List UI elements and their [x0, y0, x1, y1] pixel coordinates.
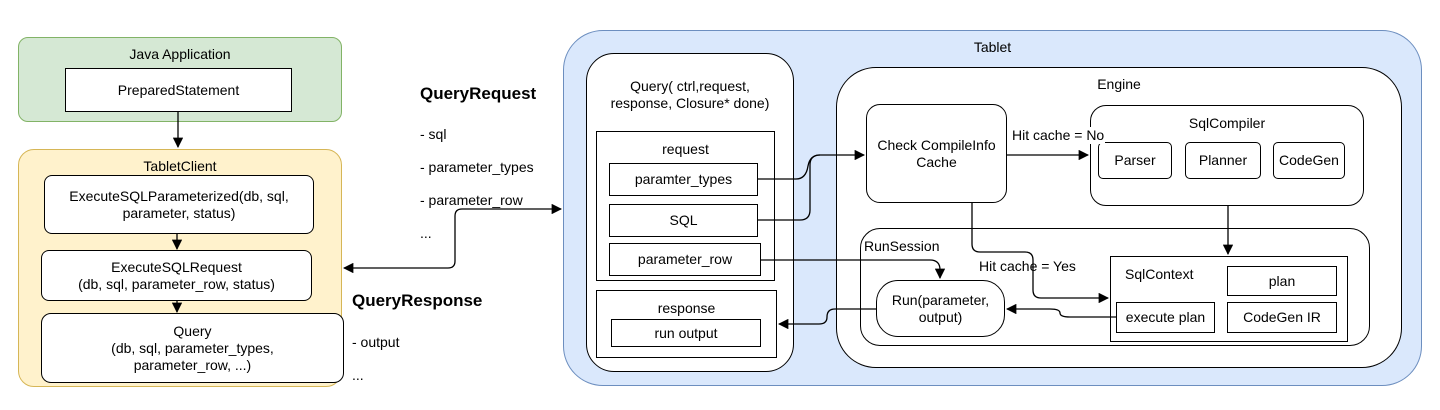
arrow-sql-to-cache — [758, 154, 821, 221]
request-item-paramter-types: paramter_types — [609, 163, 758, 196]
query-request-field-parameter-types: - parameter_types — [420, 159, 534, 175]
codegen-ir-box: CodeGen IR — [1227, 302, 1337, 333]
hit-cache-yes-label: Hit cache = Yes — [978, 258, 1077, 275]
request-item-parameter-row: parameter_row — [609, 243, 761, 276]
execute-sql-parameterized-box: ExecuteSQLParameterized(db, sql, paramet… — [44, 175, 314, 234]
hit-cache-no-label: Hit cache = No — [1011, 127, 1106, 144]
request-group-title: request — [662, 141, 709, 157]
query-handler-title: Query( ctrl,request, response, Closure* … — [610, 78, 770, 111]
sql-context-title: SqlContext — [1125, 266, 1194, 282]
execute-sql-request-box: ExecuteSQLRequest (db, sql, parameter_ro… — [41, 250, 312, 301]
arrow-execute-plan-to-run — [1005, 303, 1116, 318]
query-request-field-sql: - sql — [420, 126, 447, 142]
engine-title: Engine — [1097, 76, 1141, 92]
arrow-run-to-output — [777, 308, 876, 330]
arrow-parameter-row-to-run — [761, 259, 946, 280]
query-response-field-more: ... — [352, 367, 364, 383]
query-request-title: QueryRequest — [420, 84, 537, 103]
run-output-box: run output — [611, 319, 761, 347]
tablet-title: Tablet — [973, 39, 1012, 55]
parser-box: Parser — [1098, 142, 1172, 179]
sql-compiler-title: SqlCompiler — [1188, 115, 1266, 131]
arrow-cache-to-sqlcontext — [971, 203, 1110, 304]
query-response-title: QueryResponse — [352, 291, 483, 310]
tablet-client-title: TabletClient — [143, 158, 217, 174]
request-item-sql: SQL — [609, 204, 758, 237]
check-compileinfo-cache-box: Check CompileInfo Cache — [866, 104, 1007, 203]
query-response-field-output: - output — [352, 334, 400, 350]
codegen-box: CodeGen — [1273, 142, 1345, 179]
run-session-title: RunSession — [864, 238, 940, 254]
arrow-client-tablet-link — [342, 203, 563, 274]
run-box: Run(parameter, output) — [876, 280, 1005, 337]
plan-box: plan — [1227, 266, 1337, 296]
response-group-title: response — [657, 300, 716, 316]
query-client-box: Query (db, sql, parameter_types, paramet… — [41, 313, 344, 383]
prepared-statement-box: PreparedStatement — [65, 68, 292, 112]
planner-box: Planner — [1185, 142, 1261, 179]
java-application-title: Java Application — [129, 46, 231, 62]
execute-plan-box: execute plan — [1116, 302, 1215, 333]
